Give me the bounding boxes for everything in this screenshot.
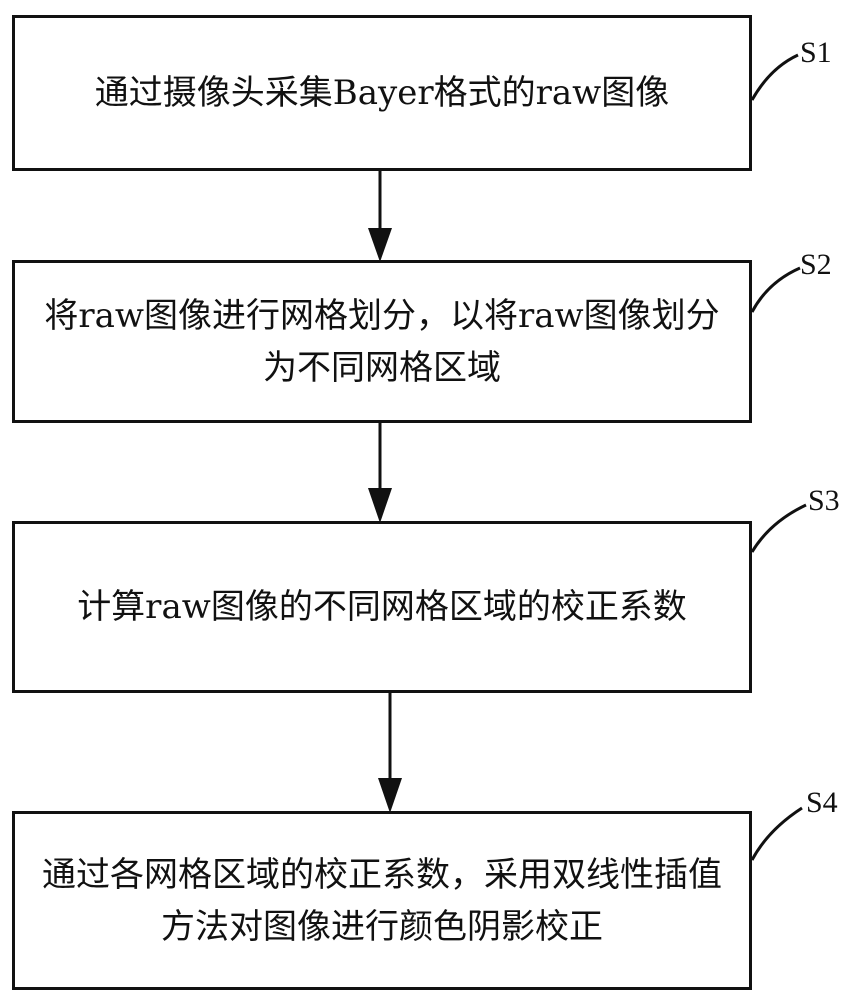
step-label-s1: S1	[800, 36, 832, 69]
leader-s1	[750, 53, 799, 101]
step-box-s3: 计算raw图像的不同网格区域的校正系数	[12, 521, 752, 693]
step-label-s2: S2	[800, 248, 832, 281]
step-label-s3: S3	[808, 484, 840, 517]
step-box-s2: 将raw图像进行网格划分，以将raw图像划分为不同网格区域	[12, 260, 752, 423]
step-text: 通过各网格区域的校正系数，采用双线性插值方法对图像进行颜色阴影校正	[42, 854, 722, 947]
arrow-s1-s2	[368, 170, 392, 262]
arrow-s2-s3	[368, 421, 392, 523]
leader-s3	[750, 503, 807, 553]
step-box-s4: 通过各网格区域的校正系数，采用双线性插值方法对图像进行颜色阴影校正	[12, 811, 752, 990]
arrow-s3-s4	[378, 691, 402, 813]
step-box-s1: 通过摄像头采集Bayer格式的raw图像	[12, 15, 752, 171]
step-text: 通过摄像头采集Bayer格式的raw图像	[94, 73, 670, 113]
step-text: 将raw图像进行网格划分，以将raw图像划分为不同网格区域	[44, 295, 720, 388]
leader-s2	[750, 266, 801, 313]
step-text: 计算raw图像的不同网格区域的校正系数	[77, 587, 687, 627]
step-label-s4: S4	[806, 786, 838, 819]
leader-s4	[750, 806, 803, 861]
